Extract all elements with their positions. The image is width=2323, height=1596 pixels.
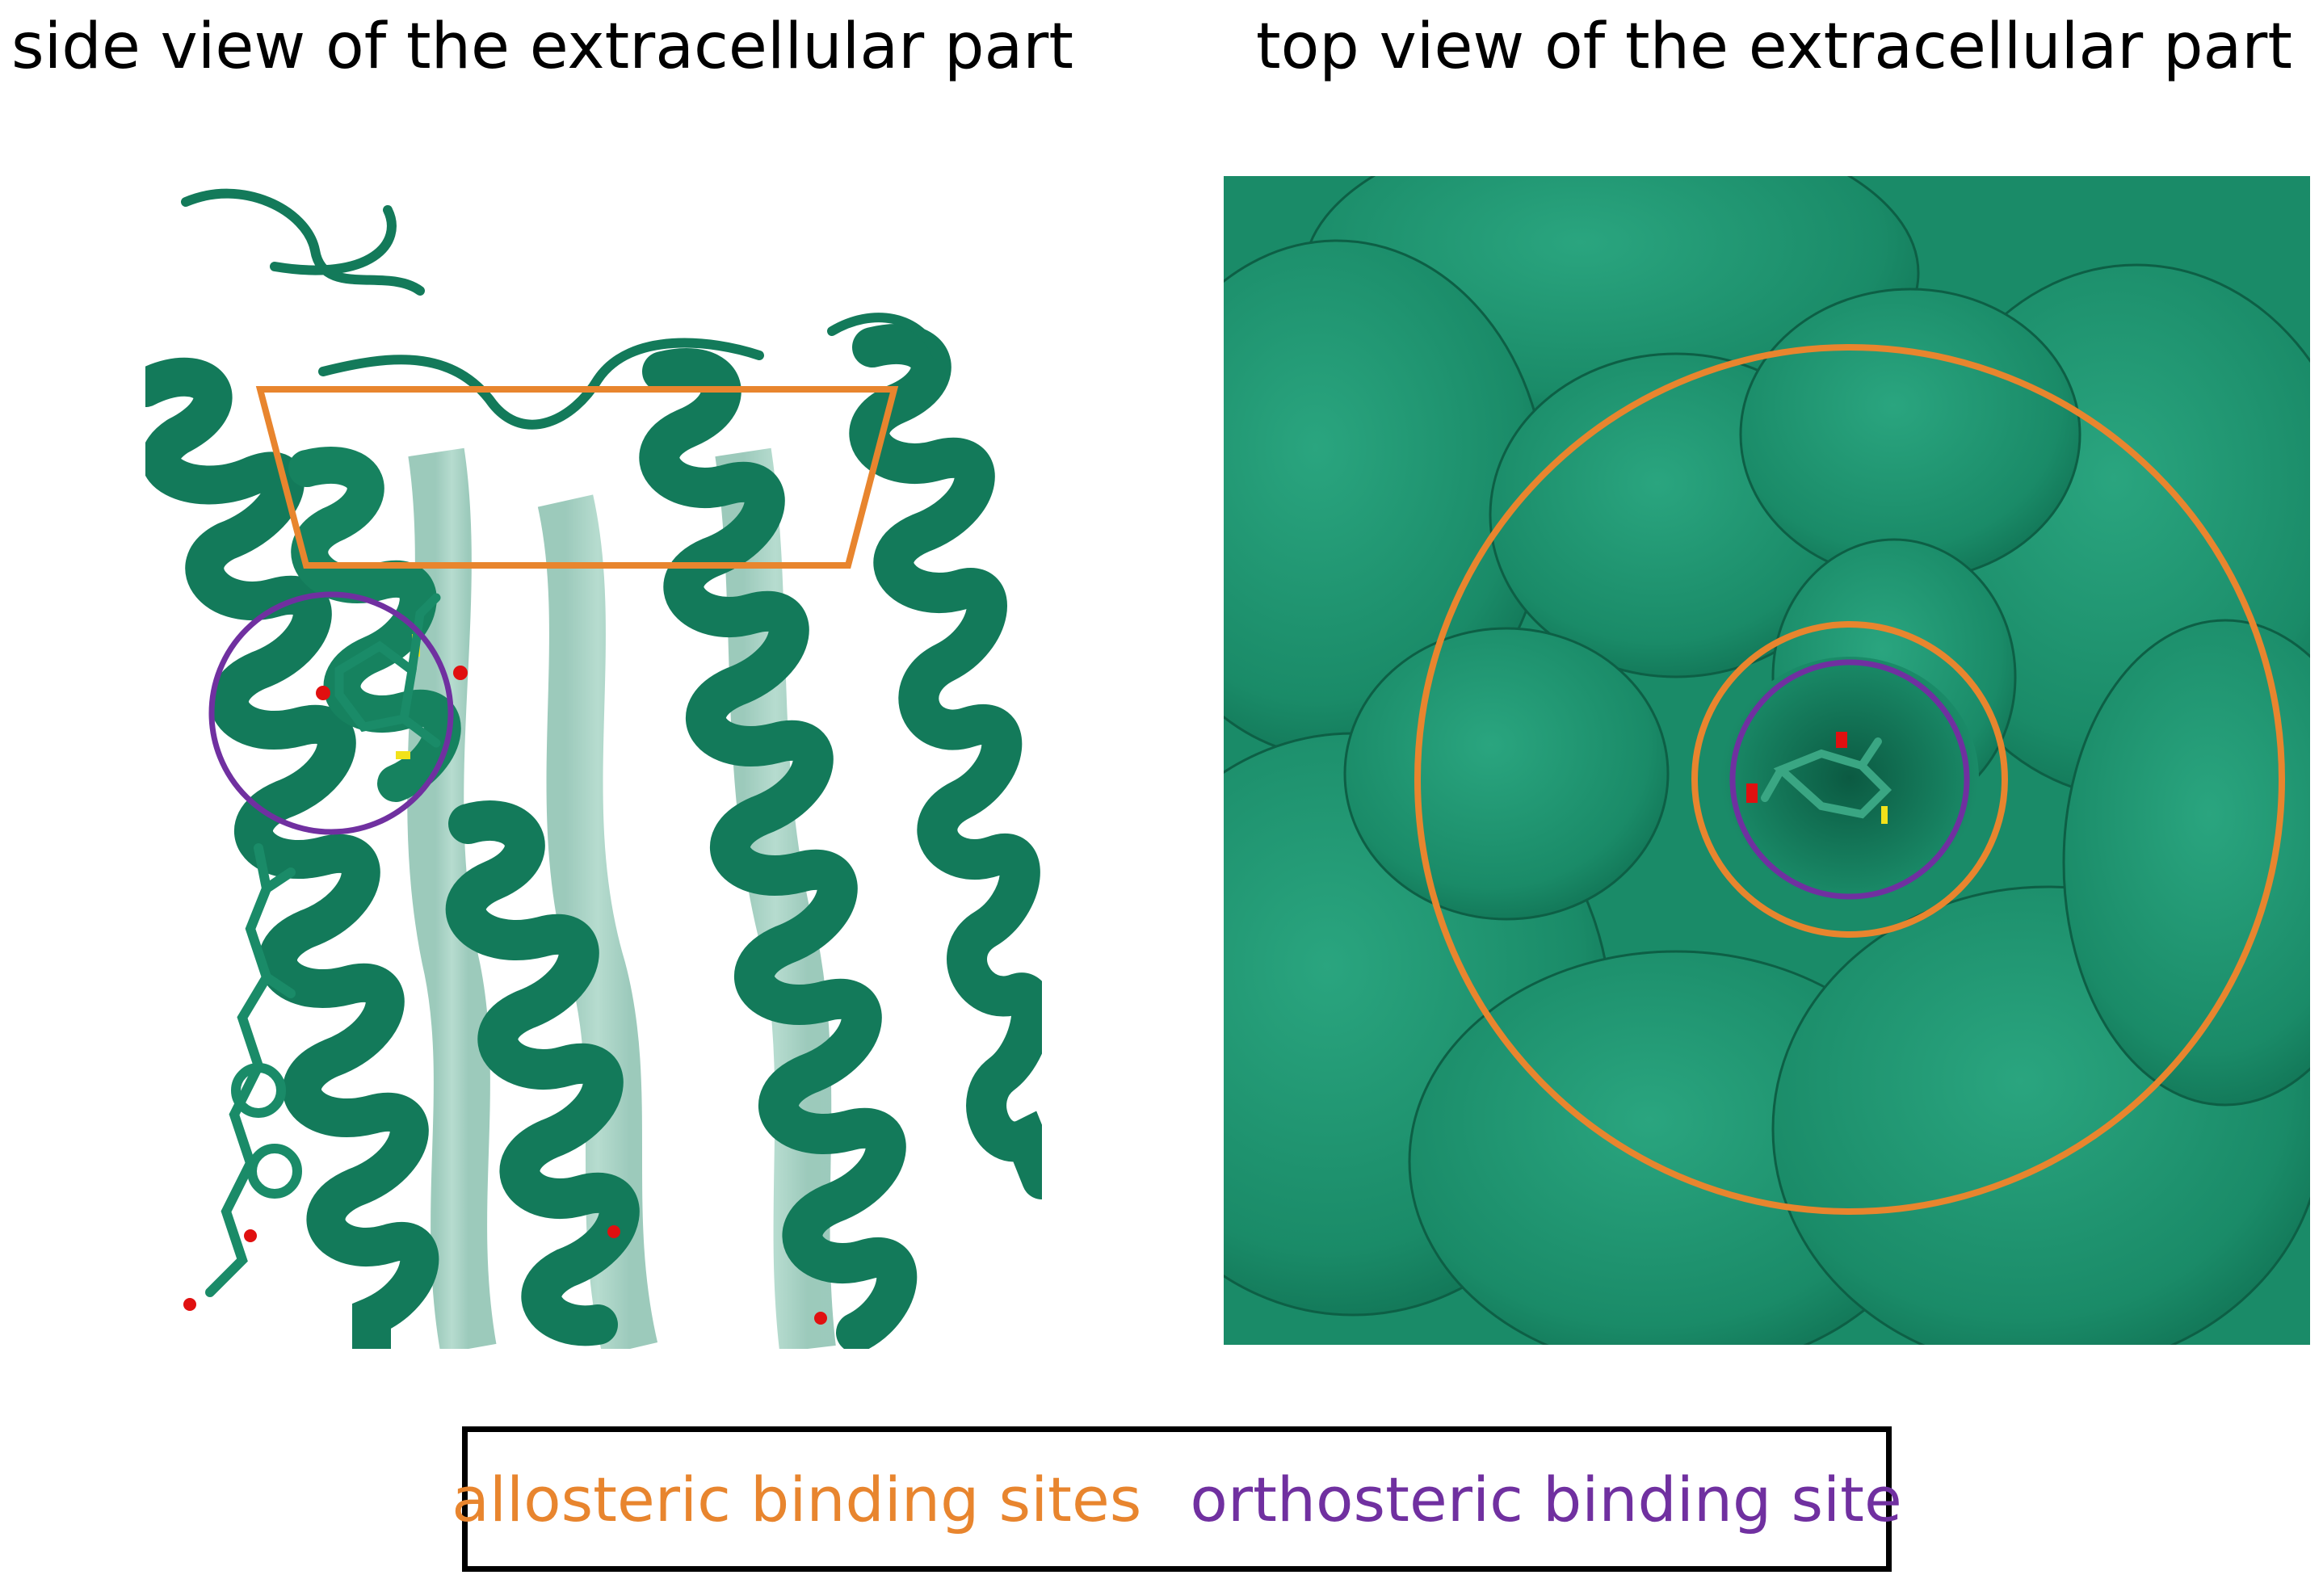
top-view-surface-image	[1224, 176, 2310, 1345]
side-view-title: side view of the extracellular part	[11, 10, 1073, 83]
allosteric-trapezoid	[255, 386, 899, 569]
binding-pocket	[1720, 657, 1979, 899]
helix-2	[288, 447, 461, 802]
orthosteric-ligand	[334, 593, 441, 748]
extracellular-loops	[181, 188, 942, 430]
legend-orthosteric-label: orthosteric binding site	[1190, 1463, 1902, 1535]
helix-5	[849, 324, 1042, 1199]
legend-allosteric-label: allosteric binding sites	[452, 1463, 1142, 1535]
lipid-sticks	[205, 843, 302, 1297]
legend-box: allosteric binding sites orthosteric bin…	[452, 1426, 1902, 1572]
side-view-structure-image	[145, 162, 1042, 1349]
helix-4	[639, 348, 918, 1349]
helix-1	[145, 357, 439, 1349]
orthosteric-circle-side	[208, 591, 454, 835]
pocket-ligand	[1761, 737, 1892, 819]
top-view-title: top view of the extracellular part	[1256, 10, 2292, 83]
oxygen-atoms	[183, 666, 827, 1325]
allosteric-outer-circle	[1414, 344, 2285, 1215]
orthosteric-circle-top	[1729, 659, 1970, 900]
allosteric-inner-circle	[1691, 621, 2008, 938]
surface-blobs	[1224, 176, 2310, 1345]
